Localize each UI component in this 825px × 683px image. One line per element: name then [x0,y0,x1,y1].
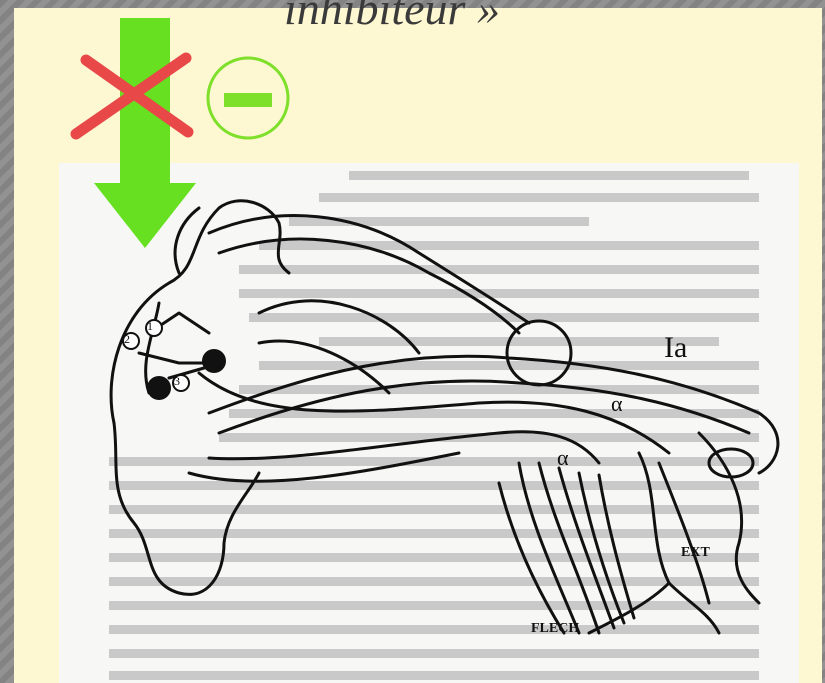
inhibition-overlay [14,8,822,683]
minus-circle-icon [208,58,288,138]
slide: inhibiteur » [14,8,822,683]
